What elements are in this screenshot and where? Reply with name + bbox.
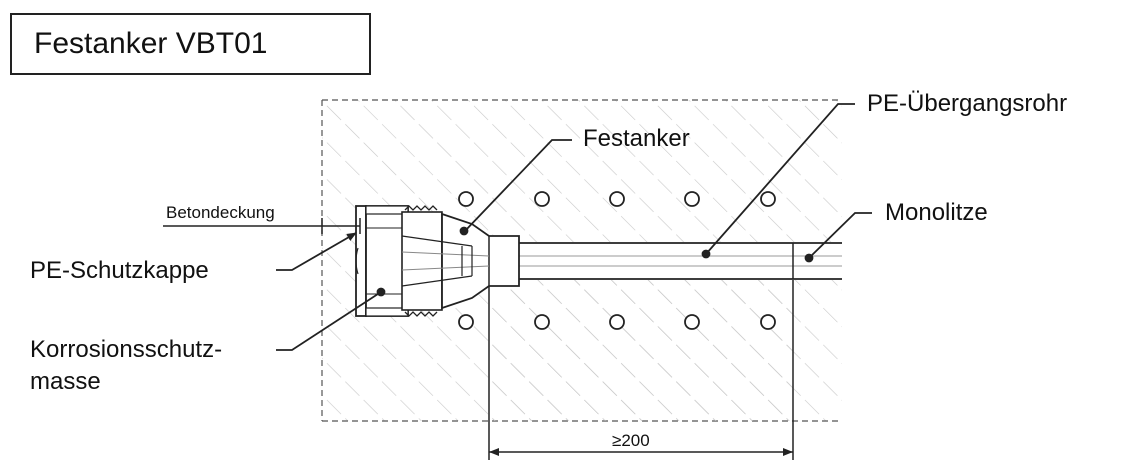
leader-korrosionsschutz [276,291,382,351]
rebar-top-row [458,191,776,207]
label-festanker: Festanker [583,125,690,152]
rebar-bottom-row [458,314,776,330]
label-korrosionsschutz-line2: masse [30,368,101,395]
length-dimension [489,448,793,456]
leader-festanker [463,139,572,233]
leader-pe-uebergangsrohr [705,103,855,255]
leader-monolitze [808,212,872,259]
leader-lines [276,103,872,351]
label-betondeckung: Betondeckung [166,203,275,222]
label-pe-schutzkappe: PE-Schutzkappe [30,257,209,284]
lower-zone [488,280,794,460]
label-korrosionsschutz-line1: Korrosionsschutz- [30,336,223,363]
diagram-title: Festanker VBT01 [34,27,268,60]
label-pe-uebergangsrohr: PE-Übergangsrohr [867,90,1068,117]
label-monolitze: Monolitze [885,199,988,226]
title-box: Festanker VBT01 [10,13,371,75]
pe-transition-pipe [489,242,842,280]
cover-dimension [163,218,361,234]
leader-pe-schutzkappe [276,232,357,271]
label-dimension: ≥200 [612,431,650,450]
